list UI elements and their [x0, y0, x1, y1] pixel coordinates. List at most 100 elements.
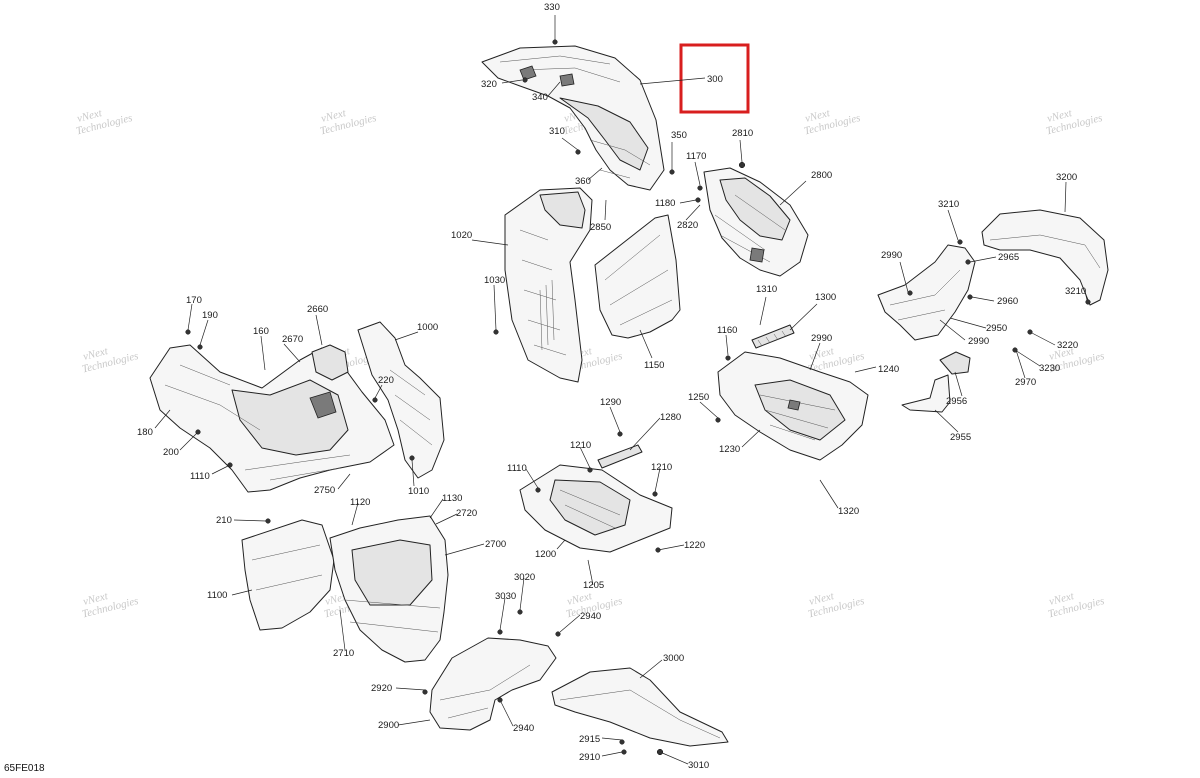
part-label[interactable]: 2910 — [579, 752, 600, 763]
part-label[interactable]: 1170 — [686, 151, 706, 162]
watermark: vNext Technologies — [75, 107, 134, 138]
part-label[interactable]: 1210 — [651, 462, 672, 473]
part-label[interactable]: 2940 — [513, 723, 534, 734]
part-1300-grille[interactable] — [751, 324, 795, 349]
watermark: vNext Technologies — [81, 345, 140, 376]
part-2956[interactable] — [939, 351, 971, 375]
part-label[interactable]: 2955 — [950, 432, 971, 443]
part-label[interactable]: 2670 — [282, 334, 303, 345]
part-label[interactable]: 2990 — [968, 336, 989, 347]
part-label[interactable]: 2990 — [811, 333, 832, 344]
part-label[interactable]: 1110 — [190, 471, 210, 482]
part-label[interactable]: 3010 — [688, 760, 709, 771]
part-label[interactable]: 1020 — [451, 230, 472, 241]
part-label[interactable]: 2850 — [590, 222, 611, 233]
part-label[interactable]: 3220 — [1057, 340, 1078, 351]
part-label[interactable]: 2700 — [485, 539, 506, 550]
part-2950-right-bracket[interactable] — [877, 244, 976, 341]
part-label[interactable]: 1220 — [684, 540, 705, 551]
watermark: vNext Technologies — [807, 590, 866, 621]
part-label[interactable]: 3230 — [1039, 363, 1060, 374]
watermark: vNext Technologies — [803, 107, 862, 138]
part-label[interactable]: 1030 — [484, 275, 505, 286]
part-label[interactable]: 3210 — [1065, 286, 1086, 297]
part-label[interactable]: 1100 — [207, 590, 227, 601]
part-label[interactable]: 310 — [549, 126, 565, 137]
part-label[interactable]: 2950 — [986, 323, 1007, 334]
part-160-left-fender[interactable] — [149, 344, 395, 493]
part-2660[interactable] — [311, 344, 349, 381]
part-3200-right-cover[interactable] — [981, 209, 1109, 306]
part-label[interactable]: 1250 — [688, 392, 709, 403]
part-label[interactable]: 2750 — [314, 485, 335, 496]
part-2700[interactable] — [329, 515, 449, 663]
part-label[interactable]: 320 — [481, 79, 497, 90]
part-label[interactable]: 1120 — [350, 497, 370, 508]
part-label-highlighted[interactable]: 300 — [707, 74, 723, 85]
part-label[interactable]: 170 — [186, 295, 202, 306]
part-label[interactable]: 3200 — [1056, 172, 1077, 183]
part-label[interactable]: 2660 — [307, 304, 328, 315]
part-1000[interactable] — [357, 321, 445, 479]
part-1200-center-floor[interactable] — [519, 444, 673, 553]
part-number-labels: 330 320 340 300 310 350 2810 360 1170 28… — [137, 2, 1086, 771]
part-label[interactable]: 1205 — [583, 580, 604, 591]
part-label[interactable]: 1180 — [655, 198, 675, 209]
part-label[interactable]: 1010 — [408, 486, 429, 497]
part-label[interactable]: 1300 — [815, 292, 836, 303]
watermark: vNext Technologies — [1045, 107, 1104, 138]
part-label[interactable]: 2940 — [580, 611, 601, 622]
part-300-front-upper-panel[interactable] — [481, 45, 665, 191]
part-label[interactable]: 1130 — [442, 493, 462, 504]
part-label[interactable]: 2810 — [732, 128, 753, 139]
part-2955[interactable] — [901, 374, 951, 413]
part-label[interactable]: 2800 — [811, 170, 832, 181]
watermark: vNext Technologies — [81, 590, 140, 621]
part-label[interactable]: 2960 — [997, 296, 1018, 307]
part-label[interactable]: 1110 — [507, 463, 527, 474]
part-label[interactable]: 1200 — [535, 549, 556, 560]
part-label[interactable]: 2990 — [881, 250, 902, 261]
part-label[interactable]: 1160 — [717, 325, 737, 336]
part-label[interactable]: 1230 — [719, 444, 740, 455]
part-1230-lower-front[interactable] — [717, 351, 869, 461]
part-label[interactable]: 350 — [671, 130, 687, 141]
part-label[interactable]: 1210 — [570, 440, 591, 451]
part-3000[interactable] — [551, 667, 729, 747]
part-label[interactable]: 1240 — [878, 364, 899, 375]
fasteners — [185, 39, 1091, 756]
part-label[interactable]: 3210 — [938, 199, 959, 210]
part-label[interactable]: 2970 — [1015, 377, 1036, 388]
part-label[interactable]: 190 — [202, 310, 218, 321]
part-label[interactable]: 2820 — [677, 220, 698, 231]
part-2800-right-inner[interactable] — [703, 167, 809, 277]
part-label[interactable]: 200 — [163, 447, 179, 458]
part-label[interactable]: 1310 — [756, 284, 777, 295]
part-label[interactable]: 2915 — [579, 734, 600, 745]
part-label[interactable]: 2956 — [946, 396, 967, 407]
part-label[interactable]: 340 — [532, 92, 548, 103]
part-label[interactable]: 3000 — [663, 653, 684, 664]
part-1100[interactable] — [241, 519, 335, 631]
part-label[interactable]: 220 — [378, 375, 394, 386]
part-label[interactable]: 1280 — [660, 412, 681, 423]
part-label[interactable]: 1320 — [838, 506, 859, 517]
part-1150-side-panel[interactable] — [594, 214, 681, 339]
part-label[interactable]: 180 — [137, 427, 153, 438]
part-label[interactable]: 1290 — [600, 397, 621, 408]
part-label[interactable]: 2965 — [998, 252, 1019, 263]
part-label[interactable]: 210 — [216, 515, 232, 526]
part-label[interactable]: 2920 — [371, 683, 392, 694]
part-label[interactable]: 2710 — [333, 648, 354, 659]
part-label[interactable]: 1150 — [644, 360, 664, 371]
part-label[interactable]: 2900 — [378, 720, 399, 731]
part-label[interactable]: 160 — [253, 326, 269, 337]
part-label[interactable]: 330 — [544, 2, 560, 13]
part-2900[interactable] — [429, 637, 557, 731]
part-label[interactable]: 2720 — [456, 508, 477, 519]
part-label[interactable]: 1000 — [417, 322, 438, 333]
part-1020-inner-panel[interactable] — [504, 187, 593, 383]
part-label[interactable]: 360 — [575, 176, 591, 187]
part-label[interactable]: 3030 — [495, 591, 516, 602]
part-label[interactable]: 3020 — [514, 572, 535, 583]
